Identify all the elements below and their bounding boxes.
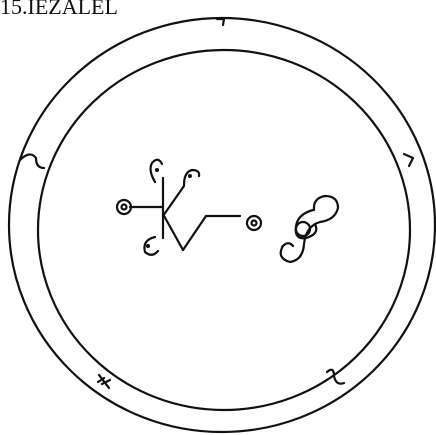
border-glyph-left [20,154,44,168]
border-glyph-bottom-right [327,370,344,384]
border-glyph-bottom-left [98,375,110,388]
double-loop-sigil [281,196,338,262]
border-glyph-right [404,154,413,166]
inner-ring [38,50,410,410]
border-glyph-top [217,19,224,25]
main-sigil [117,160,261,255]
outer-ring [9,18,435,432]
